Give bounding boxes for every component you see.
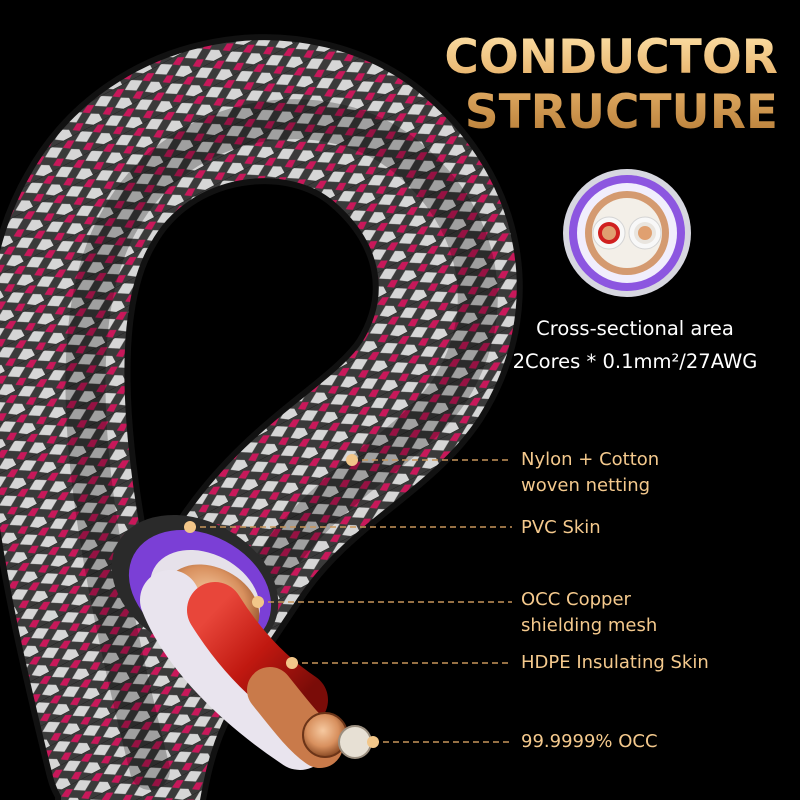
- callout-line: shielding mesh: [521, 615, 658, 636]
- callout-dot: [252, 596, 264, 608]
- callout-pvc-skin: PVC Skin: [521, 515, 601, 541]
- callout-copper-mesh: OCC Copper shielding mesh: [521, 587, 657, 639]
- cable-cut-end: [111, 514, 372, 770]
- callout-connectors: [190, 459, 512, 743]
- callout-line: PVC Skin: [521, 517, 601, 538]
- callout-dot: [367, 736, 379, 748]
- callout-dot: [286, 657, 298, 669]
- callout-line: HDPE Insulating Skin: [521, 652, 709, 673]
- callout-line: Nylon + Cotton: [521, 449, 660, 470]
- caption-spec: 2Cores * 0.1mm²/27AWG: [512, 350, 758, 373]
- callout-line: woven netting: [521, 475, 651, 496]
- callout-dot: [184, 521, 196, 533]
- title-line-1: CONDUCTOR: [444, 30, 778, 85]
- callout-dots: [184, 454, 379, 748]
- callout-line: 99.9999% OCC: [521, 731, 658, 752]
- title-line-2: STRUCTURE: [464, 85, 778, 140]
- callout-dot: [346, 454, 358, 466]
- callout-occ: 99.9999% OCC: [521, 729, 658, 755]
- callout-nylon-cotton: Nylon + Cotton woven netting: [521, 447, 659, 499]
- page-title: CONDUCTOR STRUCTURE: [418, 30, 778, 140]
- cross-section-caption: Cross-sectional area 2Cores * 0.1mm²/27A…: [470, 312, 800, 378]
- callout-line: OCC Copper: [521, 589, 631, 610]
- caption-area: Cross-sectional area: [536, 317, 734, 340]
- cross-section-emblem: [563, 169, 691, 297]
- callout-hdpe: HDPE Insulating Skin: [521, 650, 709, 676]
